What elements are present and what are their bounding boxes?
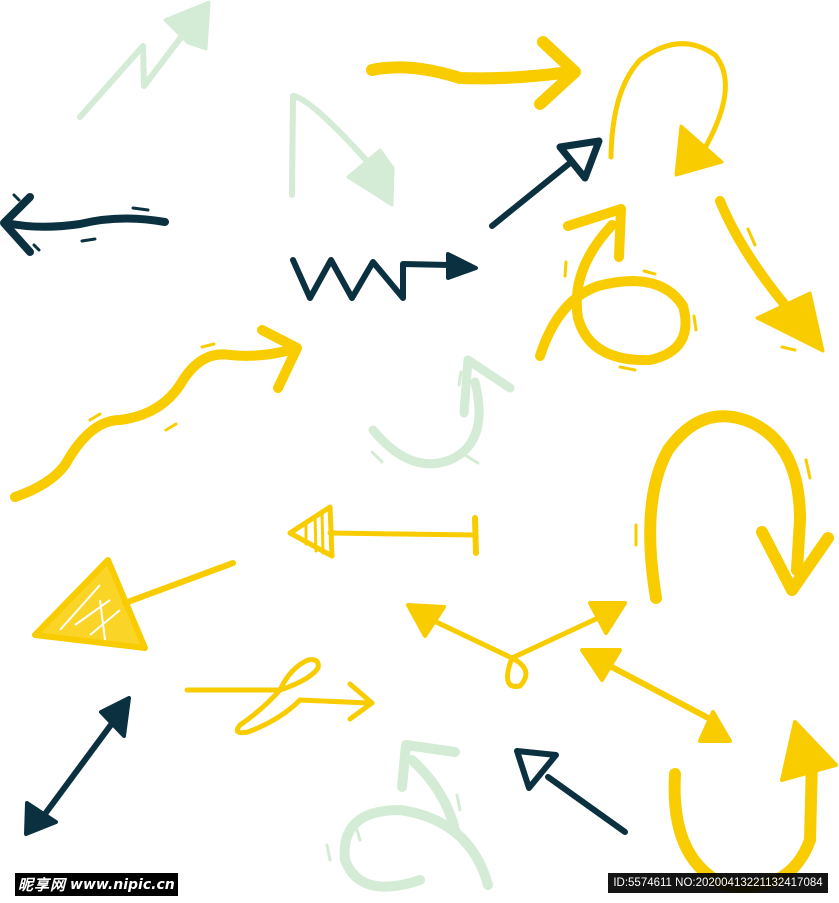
double-headed-navy-arrow-icon xyxy=(24,696,131,836)
loop-right-arrow-icon xyxy=(184,657,375,736)
double-headed-diagonal-arrow-icon xyxy=(580,648,732,743)
left-arrow-icon xyxy=(0,193,169,256)
split-double-arrow-icon xyxy=(406,601,627,689)
watermark-url: www.nipic.cn xyxy=(70,876,175,893)
image-id-watermark: ID:5574611 NO:20200413221132417084 xyxy=(608,873,828,893)
straight-up-right-arrow-icon xyxy=(489,137,603,229)
zigzag-right-arrow-icon xyxy=(290,252,478,301)
watermark-id-text: ID:5574611 NO:20200413221132417084 xyxy=(613,877,823,889)
sketched-left-arrow-icon xyxy=(32,557,236,651)
nipic-watermark: 昵享网 www.nipic.cn xyxy=(15,873,178,896)
loop-up-right-arrow-icon xyxy=(535,204,698,372)
curved-up-arrow-icon xyxy=(368,355,515,469)
u-turn-up-arrow-icon xyxy=(668,720,838,893)
hook-down-right-arrow-icon xyxy=(289,93,395,207)
big-down-loop-arrow-icon xyxy=(634,410,834,604)
zigzag-up-right-arrow-icon xyxy=(77,0,211,120)
watermark-site-name: 昵享网 xyxy=(18,876,67,894)
curved-down-right-arrow-icon xyxy=(715,196,825,353)
striped-left-arrow-icon xyxy=(287,504,479,559)
loop-over-down-arrow-icon xyxy=(608,41,728,177)
loop-up-arrow-green-icon xyxy=(325,740,493,892)
wavy-right-arrow-top-icon xyxy=(366,36,581,110)
wavy-right-arrow-icon xyxy=(10,325,302,502)
up-left-arrow-icon xyxy=(514,748,628,835)
